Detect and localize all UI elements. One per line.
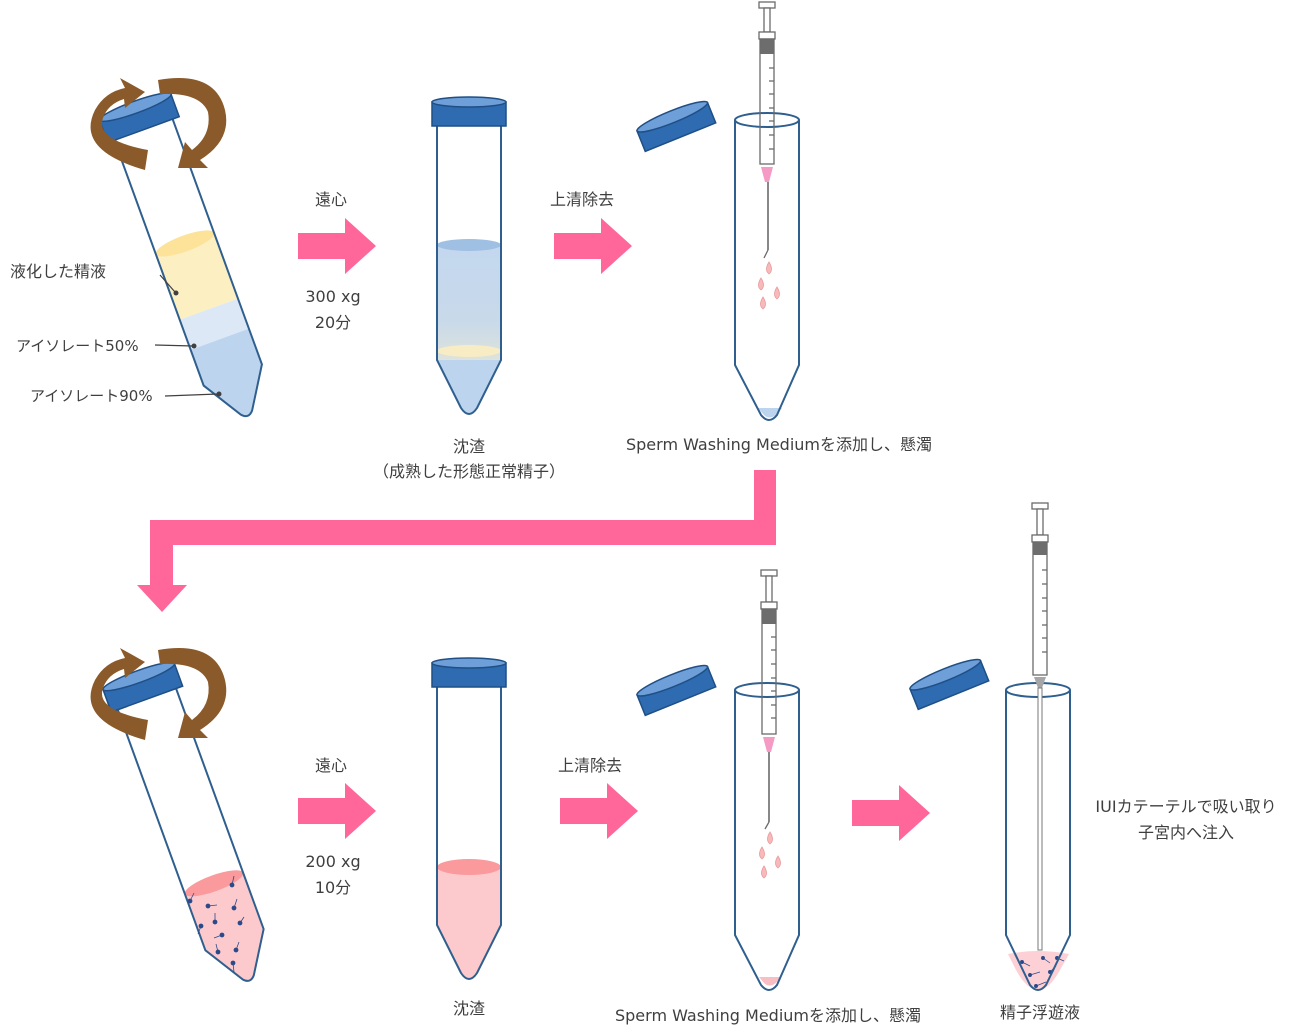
isolate50-layer — [179, 298, 249, 350]
leader-line-isolate50 — [154, 344, 194, 347]
step-remove-supernatant-2: 上清除去 — [558, 756, 623, 775]
sperm-suspension-caption: 精子浮遊液 — [999, 1003, 1081, 1022]
tube-after-centrifuge — [431, 96, 507, 415]
removed-cap — [636, 100, 717, 153]
resuspend-caption: Sperm Washing Mediumを添加し、懸濁 — [625, 435, 933, 454]
tube-with-catheter — [909, 502, 1071, 991]
step-centrifuge-title-2: 遠心 — [314, 756, 348, 775]
isolate90-layer — [190, 328, 262, 417]
leader-line-semen — [159, 274, 176, 293]
label-isolate50: アイソレート50% — [16, 337, 139, 355]
pellet-region — [437, 360, 501, 413]
tube-outline — [734, 690, 800, 991]
tube-outline — [1005, 690, 1071, 991]
syringe-icon — [758, 1, 776, 259]
tilted-tube-layers — [90, 78, 263, 418]
resuspend-caption-2: Sperm Washing Mediumを添加し、懸濁 — [614, 1006, 922, 1025]
step-centrifuge-time: 20分 — [314, 313, 352, 332]
rotate-arrow-right-icon — [158, 78, 227, 168]
arrow-right-icon — [560, 783, 638, 839]
tube-rim — [734, 112, 800, 128]
pellet-caption-2: 沈渣 — [452, 999, 486, 1018]
syringe-icon — [760, 569, 778, 830]
tube-cap-top — [431, 96, 507, 108]
tube-outline — [734, 120, 800, 421]
tube-rim — [734, 682, 800, 698]
removed-cap — [636, 664, 717, 717]
tube-cap-top — [431, 657, 507, 669]
tube-outline — [436, 685, 502, 980]
semen-layer-top — [155, 230, 215, 257]
sperm-cells — [187, 875, 245, 973]
interface-band — [437, 345, 501, 357]
arrow-right-icon — [298, 218, 376, 274]
tube-with-syringe — [636, 569, 800, 991]
arrow-right-icon — [298, 783, 376, 839]
semen-layer — [155, 232, 238, 320]
tilted-tube-sperm — [90, 648, 265, 982]
leader-dot-isolate50 — [191, 343, 197, 349]
label-isolate90: アイソレート90% — [30, 387, 153, 405]
step-centrifuge-speed: 300 xg — [305, 287, 361, 306]
step-centrifuge-time-2: 10分 — [314, 878, 352, 897]
leader-dot-semen — [173, 290, 179, 296]
tube-outline — [115, 684, 265, 982]
pellet-subcaption: （成熟した形態正常精子） — [372, 462, 566, 481]
rotate-arrow-left-icon — [90, 648, 148, 740]
pellet — [758, 408, 782, 418]
removed-cap — [909, 658, 990, 711]
tube-outline — [436, 120, 502, 415]
step-centrifuge-title: 遠心 — [314, 190, 348, 209]
rotate-arrow-right-icon — [158, 648, 227, 738]
step-centrifuge-speed-2: 200 xg — [305, 852, 361, 871]
tube-pink-after-centrifuge — [431, 657, 507, 980]
connector-arrow-icon — [137, 470, 776, 612]
iui-instruction-line1: IUIカテーテルで吸い取り — [1095, 797, 1277, 816]
arrow-right-icon — [554, 218, 632, 274]
arrow-right-icon — [852, 785, 930, 841]
tube-outline — [112, 115, 263, 418]
pellet — [759, 977, 781, 986]
rotate-arrow-left-icon — [90, 78, 148, 170]
tube-with-syringe — [636, 1, 800, 421]
step-remove-supernatant: 上清除去 — [550, 190, 615, 209]
liquid-surface — [437, 239, 501, 251]
leader-line-isolate90 — [164, 393, 219, 397]
label-semen: 液化した精液 — [10, 262, 107, 281]
droplets — [758, 261, 780, 310]
catheter-syringe-icon — [1031, 502, 1049, 951]
sperm-cells — [1020, 956, 1065, 988]
pellet-caption: 沈渣 — [452, 437, 486, 456]
leader-dot-isolate90 — [216, 391, 222, 397]
droplets — [759, 831, 781, 879]
iui-instruction-line2: 子宮内へ注入 — [1137, 823, 1235, 842]
